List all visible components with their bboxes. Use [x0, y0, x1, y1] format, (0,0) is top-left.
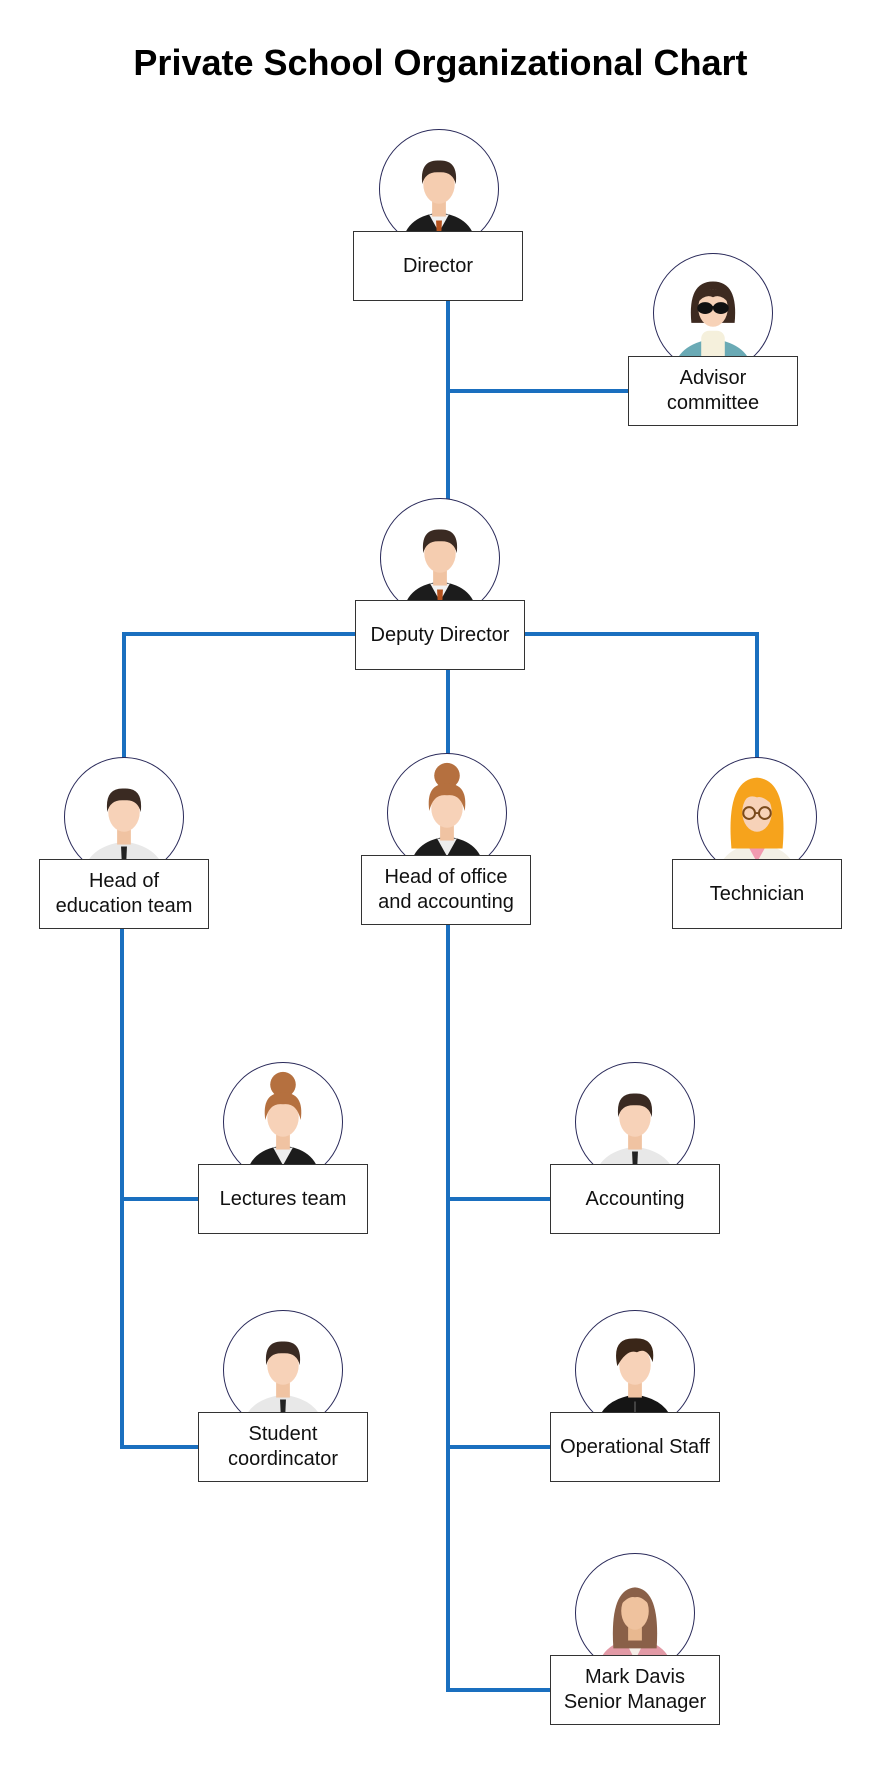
node-label: Head of office and accounting: [361, 855, 531, 925]
node-label: Deputy Director: [355, 600, 525, 670]
man-shirt-tie-icon: [64, 757, 184, 877]
woman-sunglasses-icon: [653, 253, 773, 373]
node-label: Advisor committee: [628, 356, 798, 426]
node-label: Lectures team: [198, 1164, 368, 1234]
node-label: Student coordincator: [198, 1412, 368, 1482]
node-label: Mark Davis Senior Manager: [550, 1655, 720, 1725]
woman-glasses-icon: [697, 757, 817, 877]
node-label: Technician: [672, 859, 842, 929]
woman-pink-jacket-icon: [575, 1553, 695, 1673]
node-label: Accounting: [550, 1164, 720, 1234]
man-shirt-tie-icon: [223, 1310, 343, 1430]
node-label: Director: [353, 231, 523, 301]
woman-bun-suit-icon: [223, 1062, 343, 1182]
node-label: Head of education team: [39, 859, 209, 929]
chart-title: Private School Organizational Chart: [133, 42, 748, 83]
node-label: Operational Staff: [550, 1412, 720, 1482]
